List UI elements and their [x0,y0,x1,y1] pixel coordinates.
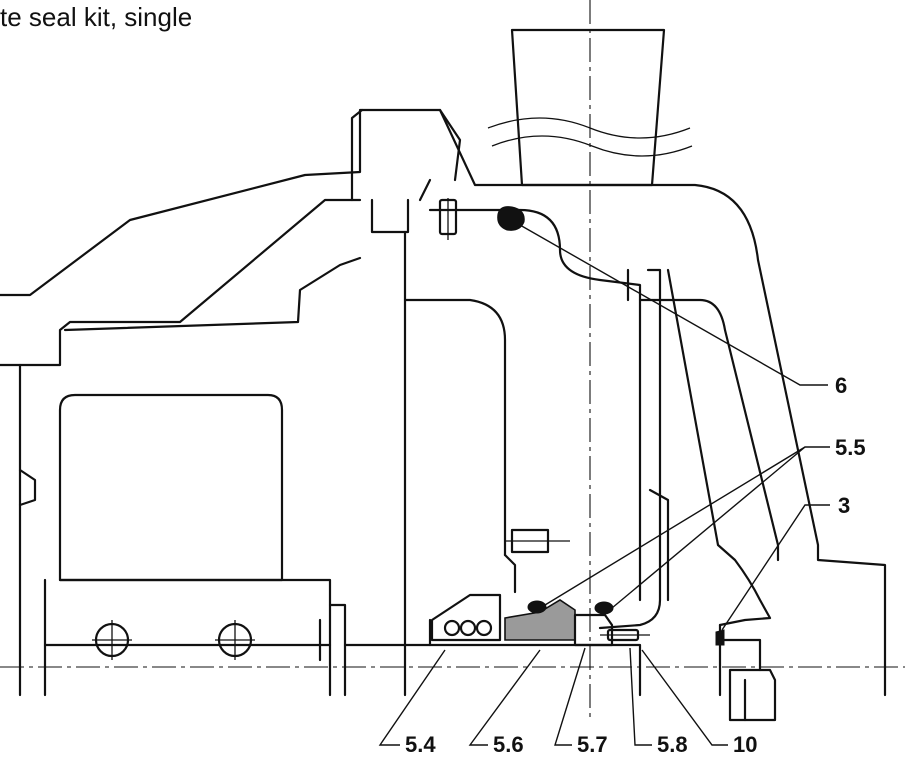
bearing-right [215,620,255,660]
label-3: 3 [838,493,850,518]
spring-housing [430,593,502,642]
stationary-seal-ring [573,613,614,647]
bearing-left [92,620,132,660]
pump-casing [0,108,887,697]
label-5-8: 5.8 [657,732,688,757]
motor-housing [18,363,332,697]
label-10: 10 [733,732,757,757]
label-5-4: 5.4 [405,732,436,757]
seal-assembly [430,206,725,647]
o-ring-left [527,600,547,614]
label-5-7: 5.7 [577,732,608,757]
label-5-6: 5.6 [493,732,524,757]
o-ring-right [594,601,614,615]
impeller [598,268,777,722]
pump-shaft [318,603,642,697]
o-ring-casing [497,206,525,231]
o-ring-impeller [715,629,725,646]
rotor [403,230,570,697]
label-5-5: 5.5 [835,435,866,460]
label-6: 6 [835,373,847,398]
figure-caption: te seal kit, single [0,2,193,32]
leader-lines [378,224,830,746]
